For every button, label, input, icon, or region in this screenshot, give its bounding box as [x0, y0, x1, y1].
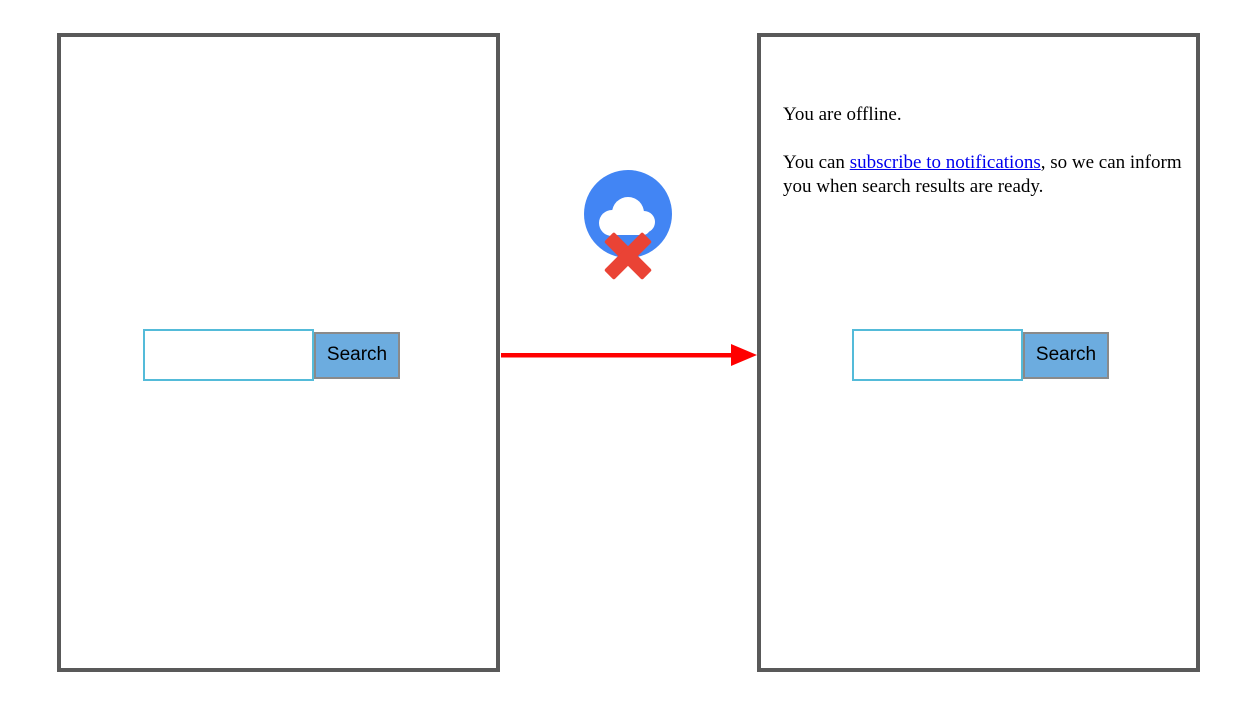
right-browser-frame: You are offline. You can subscribe to no…: [757, 33, 1200, 672]
right-arrow-icon: [501, 344, 757, 366]
subscribe-text-prefix: You can: [783, 152, 850, 173]
search-button[interactable]: Search: [1023, 331, 1109, 379]
offline-status-text: You are offline.: [783, 104, 902, 125]
search-input[interactable]: [852, 329, 1023, 381]
search-form: Search: [143, 329, 400, 381]
search-input[interactable]: [143, 329, 314, 381]
offline-message-block: You are offline. You can subscribe to no…: [783, 103, 1187, 223]
left-browser-frame: Search: [57, 33, 500, 672]
search-form: Search: [852, 329, 1109, 381]
cloud-offline-icon: [584, 170, 672, 280]
subscribe-notifications-link[interactable]: subscribe to notifications: [849, 152, 1041, 173]
subscribe-text-suffix: , so we can inform you when search resul…: [783, 152, 1182, 197]
subscribe-paragraph: You can subscribe to notifications, so w…: [783, 151, 1187, 199]
search-button[interactable]: Search: [314, 331, 400, 379]
